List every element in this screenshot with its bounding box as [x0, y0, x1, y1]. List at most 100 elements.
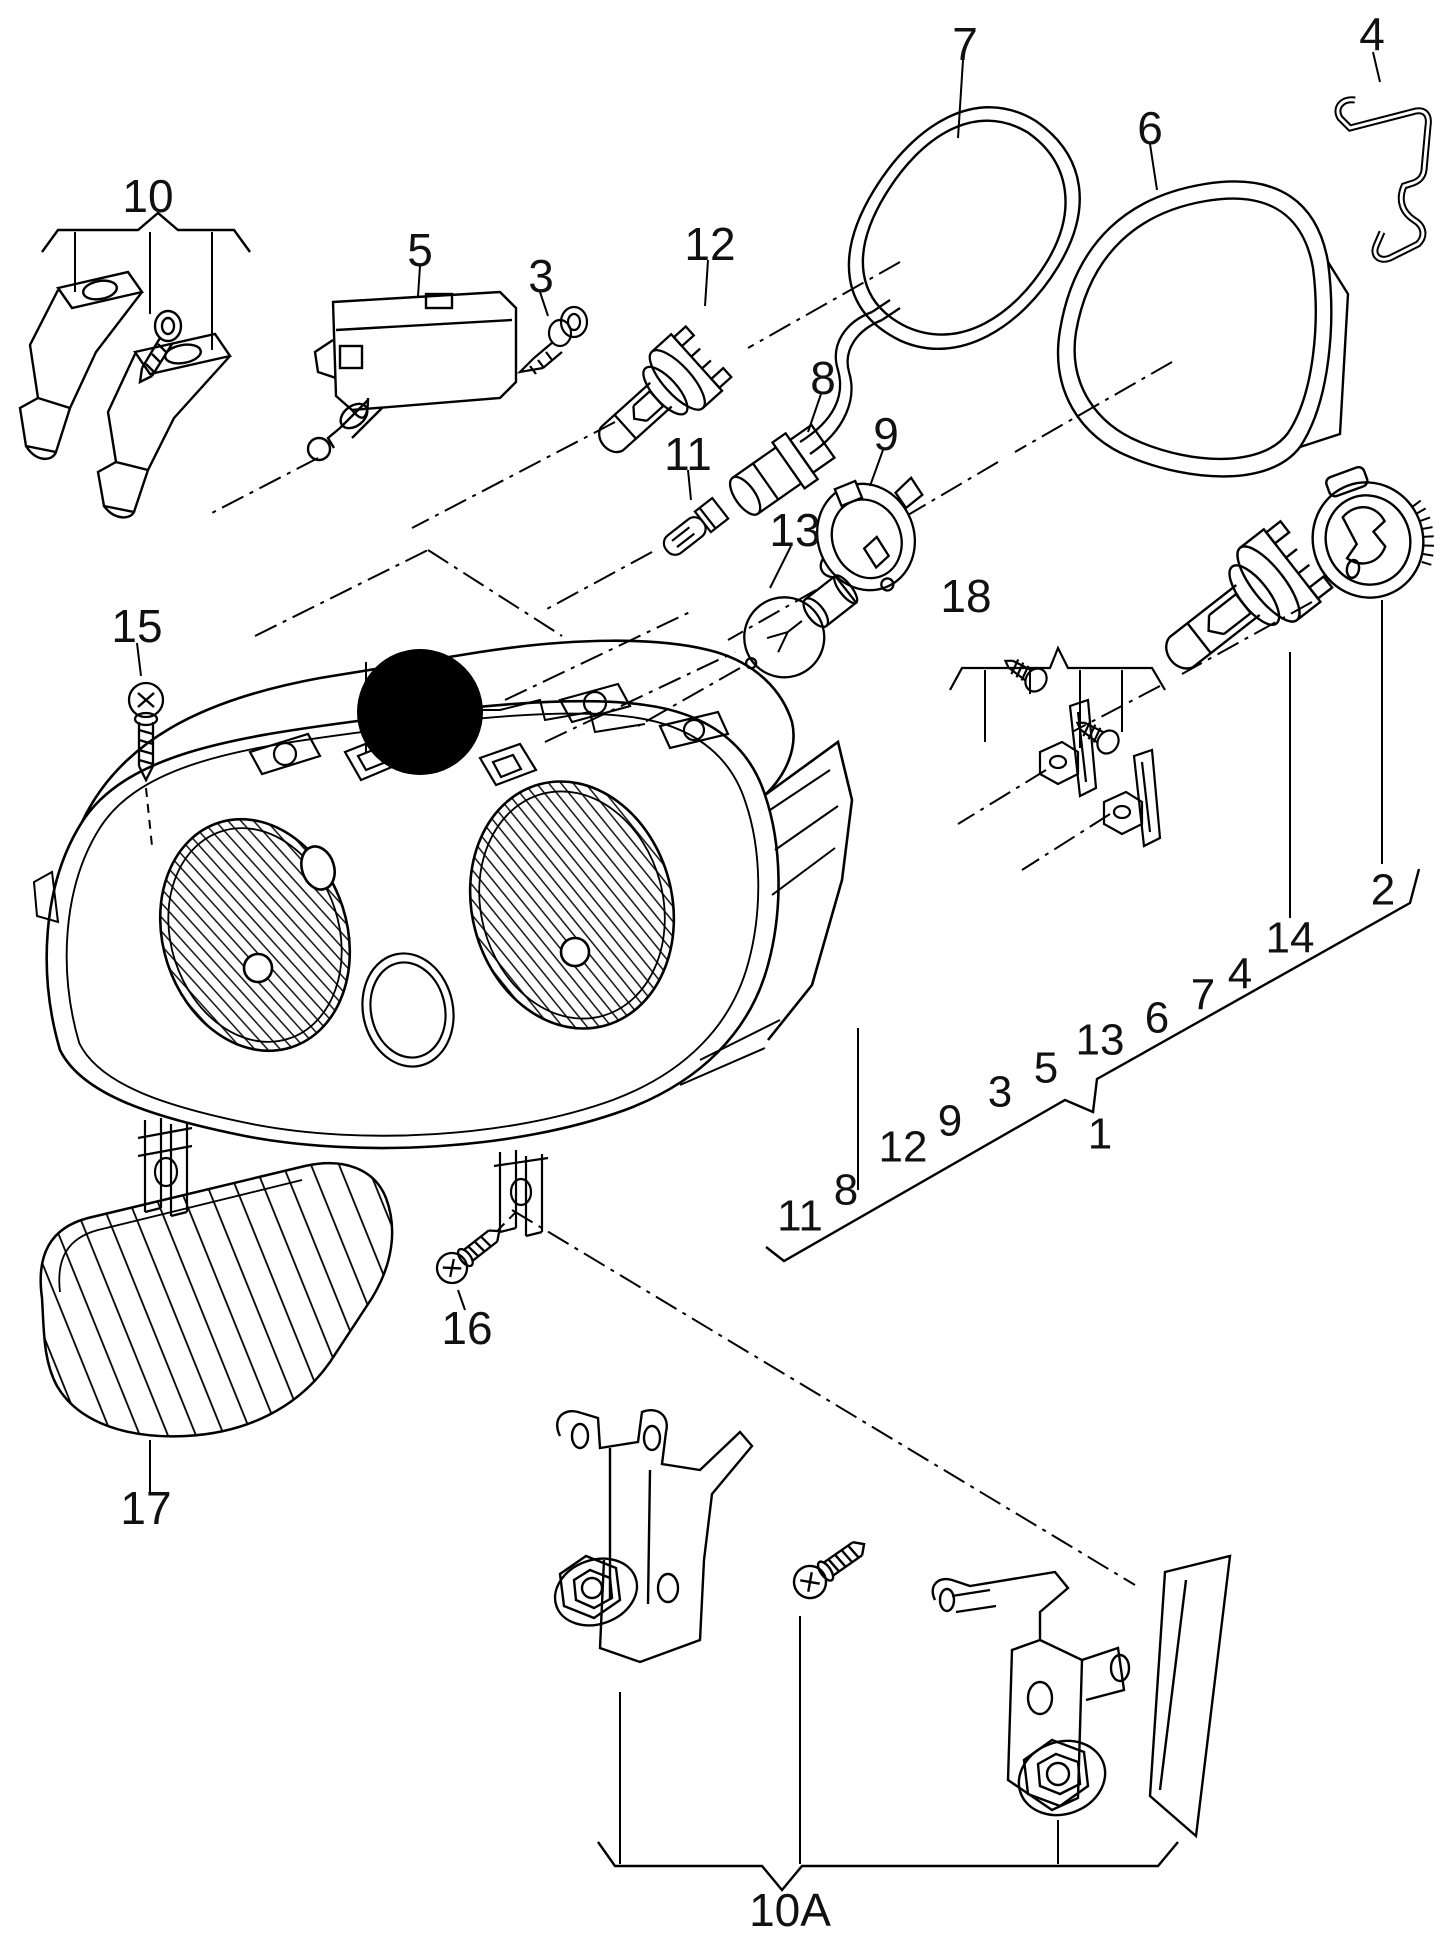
ref-label-2: 2 [1371, 866, 1395, 915]
ref-label-12: 12 [879, 1123, 928, 1172]
ref-label-11: 11 [777, 1192, 823, 1241]
guide-lower-bracket [511, 1209, 1136, 1586]
round-cap-2 [1311, 465, 1434, 864]
ref-label-13: 13 [1076, 1016, 1125, 1065]
guide-top-zigzag-d [544, 651, 736, 743]
retaining-clip-4 [1334, 51, 1432, 263]
mounting-plate [248, 682, 730, 776]
part-label-11: 11 [664, 428, 712, 480]
wire [809, 318, 883, 455]
assembly-guide-lines [207, 261, 1313, 1586]
guide-bulb-12 [411, 421, 616, 529]
part-label-9: 9 [873, 408, 899, 460]
halogen-bulb-14 [1165, 519, 1334, 918]
wedge-bulb-11 [662, 469, 730, 556]
leader-3 [539, 291, 549, 317]
part-label-3: 3 [528, 250, 554, 302]
screw-3 [516, 291, 589, 375]
leader-6 [1149, 143, 1158, 191]
leader-9 [869, 449, 884, 487]
guide-clip18-b [1021, 813, 1111, 871]
guide-seal-ring [747, 261, 901, 349]
redaction-dot [357, 649, 483, 775]
staircase-line [765, 868, 1421, 1263]
bracket-group-10A [553, 1409, 1232, 1892]
lens-17 [39, 1161, 394, 1492]
leader-16 [457, 1289, 466, 1311]
leader-13 [769, 545, 792, 589]
mounting-bracket [18, 270, 145, 460]
indicator-opening [361, 952, 455, 1068]
rim-nub [32, 870, 60, 924]
part-label-7: 7 [952, 18, 978, 70]
cover-cap-6 [1056, 143, 1350, 478]
guide-clip18-a [957, 769, 1047, 825]
brace-10A [597, 1841, 1179, 1892]
mounting-bracket [96, 332, 232, 519]
housing-contours [679, 769, 839, 1086]
ref-label-3: 3 [988, 1068, 1012, 1117]
guide-bulb-14b [1071, 685, 1161, 733]
leader-4 [1372, 51, 1381, 83]
part-label-6: 6 [1137, 102, 1163, 154]
leader-5 [417, 265, 421, 297]
lower-bracket-right [931, 1554, 1232, 1839]
reflector-right [468, 780, 676, 1030]
brace-10 [41, 211, 251, 253]
guide-top-zigzag-b [427, 549, 563, 637]
part-label-8: 8 [810, 352, 836, 404]
front-rim-inner [65, 712, 760, 1137]
reflector-left [158, 817, 352, 1053]
guide-bulb-14 [1181, 601, 1313, 675]
guide-motor [207, 457, 319, 516]
screw-15 [127, 642, 165, 847]
lower-bracket-left [553, 1409, 754, 1664]
screw-icon [792, 1540, 866, 1600]
leader-12 [704, 259, 709, 307]
mounting-lug [493, 1150, 549, 1238]
guide-top-zigzag-c [504, 611, 691, 701]
screw-icon [1075, 720, 1120, 755]
ref-label-4: 4 [1228, 950, 1252, 999]
ref-label-6: 6 [1145, 994, 1169, 1043]
part-label-4: 4 [1359, 8, 1385, 60]
guide-top-zigzag-a [254, 549, 429, 637]
part-label-16: 16 [441, 1302, 492, 1354]
part-label-15: 15 [111, 600, 162, 652]
part-label-18: 18 [940, 570, 991, 622]
retaining-clip [1038, 698, 1098, 798]
leader-15 [136, 642, 142, 677]
headlamp-assembly-1 [32, 639, 854, 1238]
seal-ring-7 [847, 59, 1081, 351]
guide-bulb-11 [544, 551, 653, 611]
wire [799, 310, 873, 443]
ref-label-9: 9 [938, 1097, 962, 1146]
bulb-holder-9 [815, 449, 924, 592]
clip-wire-inner [1336, 98, 1430, 261]
mounting-tab [478, 742, 538, 787]
guide-holder-9 [727, 589, 817, 641]
leveling-motor-5 [306, 265, 518, 462]
guide-bulb-13 [637, 667, 741, 727]
screw-16 [435, 1211, 517, 1311]
ref-label-8: 8 [834, 1166, 858, 1215]
mounting-lug [137, 1118, 193, 1218]
ref-label-5: 5 [1034, 1044, 1058, 1093]
guide-cover-2 [907, 461, 999, 516]
bracket-group-10 [18, 211, 251, 519]
ball-bulb-13 [743, 545, 859, 679]
clip-wire [1334, 96, 1432, 263]
part-label-10: 10 [122, 170, 173, 222]
halogen-bulb-12 [598, 259, 733, 454]
screw-icon [138, 309, 183, 385]
part-label-17: 17 [120, 1482, 171, 1534]
retaining-clip [1102, 748, 1162, 848]
screw-icon [1003, 658, 1048, 693]
clip-group-18 [949, 645, 1166, 848]
ref-label-7: 7 [1191, 971, 1215, 1020]
leader-11 [687, 469, 692, 501]
housing-back [80, 639, 795, 823]
